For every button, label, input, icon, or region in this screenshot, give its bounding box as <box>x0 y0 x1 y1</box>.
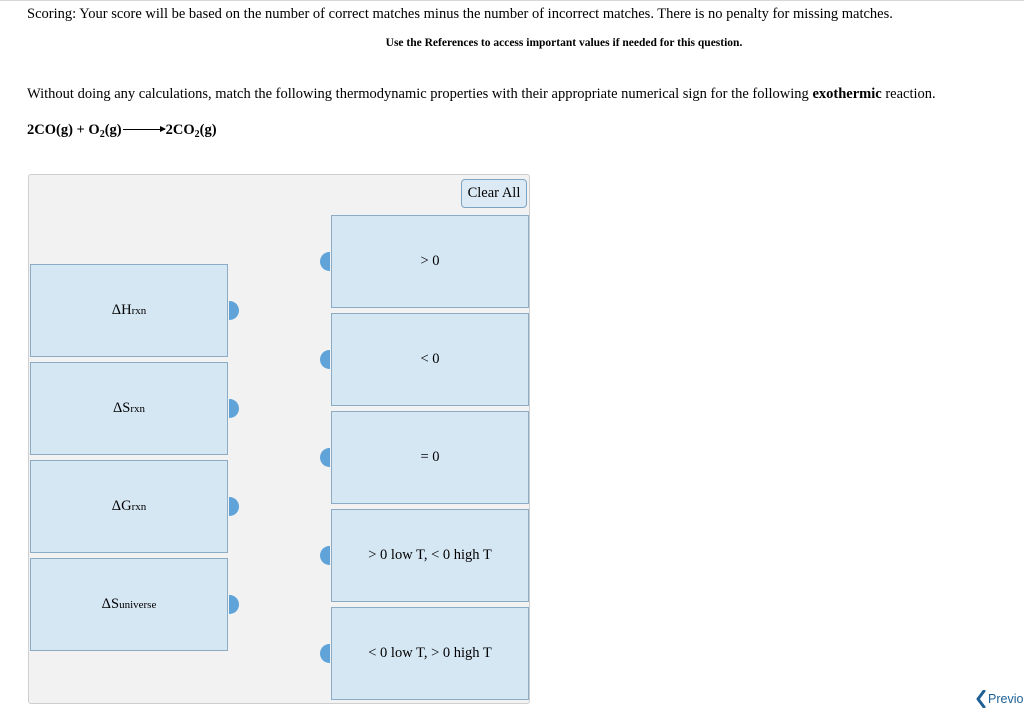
top-divider <box>0 0 1024 1</box>
connector-handle-left[interactable] <box>320 252 330 271</box>
answer-label: = 0 <box>420 449 440 465</box>
answer-card-negative-low-t[interactable]: < 0 low T, > 0 high T <box>331 607 529 700</box>
reaction-arrow-icon <box>122 126 166 132</box>
reactants: 2CO(g) + O <box>27 122 100 138</box>
previous-button[interactable]: Previou <box>976 688 1024 710</box>
connector-handle-left[interactable] <box>320 448 330 467</box>
answer-card-less-than-zero[interactable]: < 0 <box>331 313 529 406</box>
answer-label: > 0 <box>420 253 440 269</box>
previous-label: Previou <box>988 692 1024 706</box>
answer-card-equals-zero[interactable]: = 0 <box>331 411 529 504</box>
property-subscript: universe <box>119 598 157 611</box>
connector-handle-left[interactable] <box>320 546 330 565</box>
property-symbol: ΔS <box>101 596 120 612</box>
chevron-left-icon <box>976 690 986 708</box>
connector-handle-left[interactable] <box>320 644 330 663</box>
reactant-subscript: 2 <box>99 129 105 140</box>
property-subscript: rxn <box>131 500 147 513</box>
connector-handle-left[interactable] <box>320 350 330 369</box>
answer-card-positive-low-t[interactable]: > 0 low T, < 0 high T <box>331 509 529 602</box>
answer-label: > 0 low T, < 0 high T <box>368 547 492 563</box>
reaction-equation: 2CO(g) + O2(g)2CO2(g) <box>27 122 217 140</box>
clear-all-button[interactable]: Clear All <box>461 179 527 208</box>
property-symbol: ΔS <box>112 400 131 416</box>
connector-handle-right[interactable] <box>229 595 239 614</box>
property-symbol: ΔG <box>111 498 132 514</box>
property-symbol: ΔH <box>111 302 132 318</box>
connector-handle-right[interactable] <box>229 301 239 320</box>
answer-card-greater-than-zero[interactable]: > 0 <box>331 215 529 308</box>
reactant-state: (g) <box>104 122 122 138</box>
property-subscript: rxn <box>131 304 147 317</box>
answer-label: < 0 <box>420 351 440 367</box>
question-text: Without doing any calculations, match th… <box>27 86 936 103</box>
product-state: (g) <box>199 122 217 138</box>
connector-handle-right[interactable] <box>229 497 239 516</box>
question-text-before: Without doing any calculations, match th… <box>27 86 813 102</box>
references-note: Use the References to access important v… <box>385 37 743 49</box>
question-bold-word: exothermic <box>812 86 882 102</box>
question-text-after: reaction. <box>881 86 936 102</box>
scoring-instructions: Scoring: Your score will be based on the… <box>27 6 893 22</box>
product-subscript: 2 <box>194 129 200 140</box>
products: 2CO <box>165 122 195 138</box>
answer-label: < 0 low T, > 0 high T <box>368 645 492 661</box>
connector-handle-right[interactable] <box>229 399 239 418</box>
property-subscript: rxn <box>130 402 146 415</box>
